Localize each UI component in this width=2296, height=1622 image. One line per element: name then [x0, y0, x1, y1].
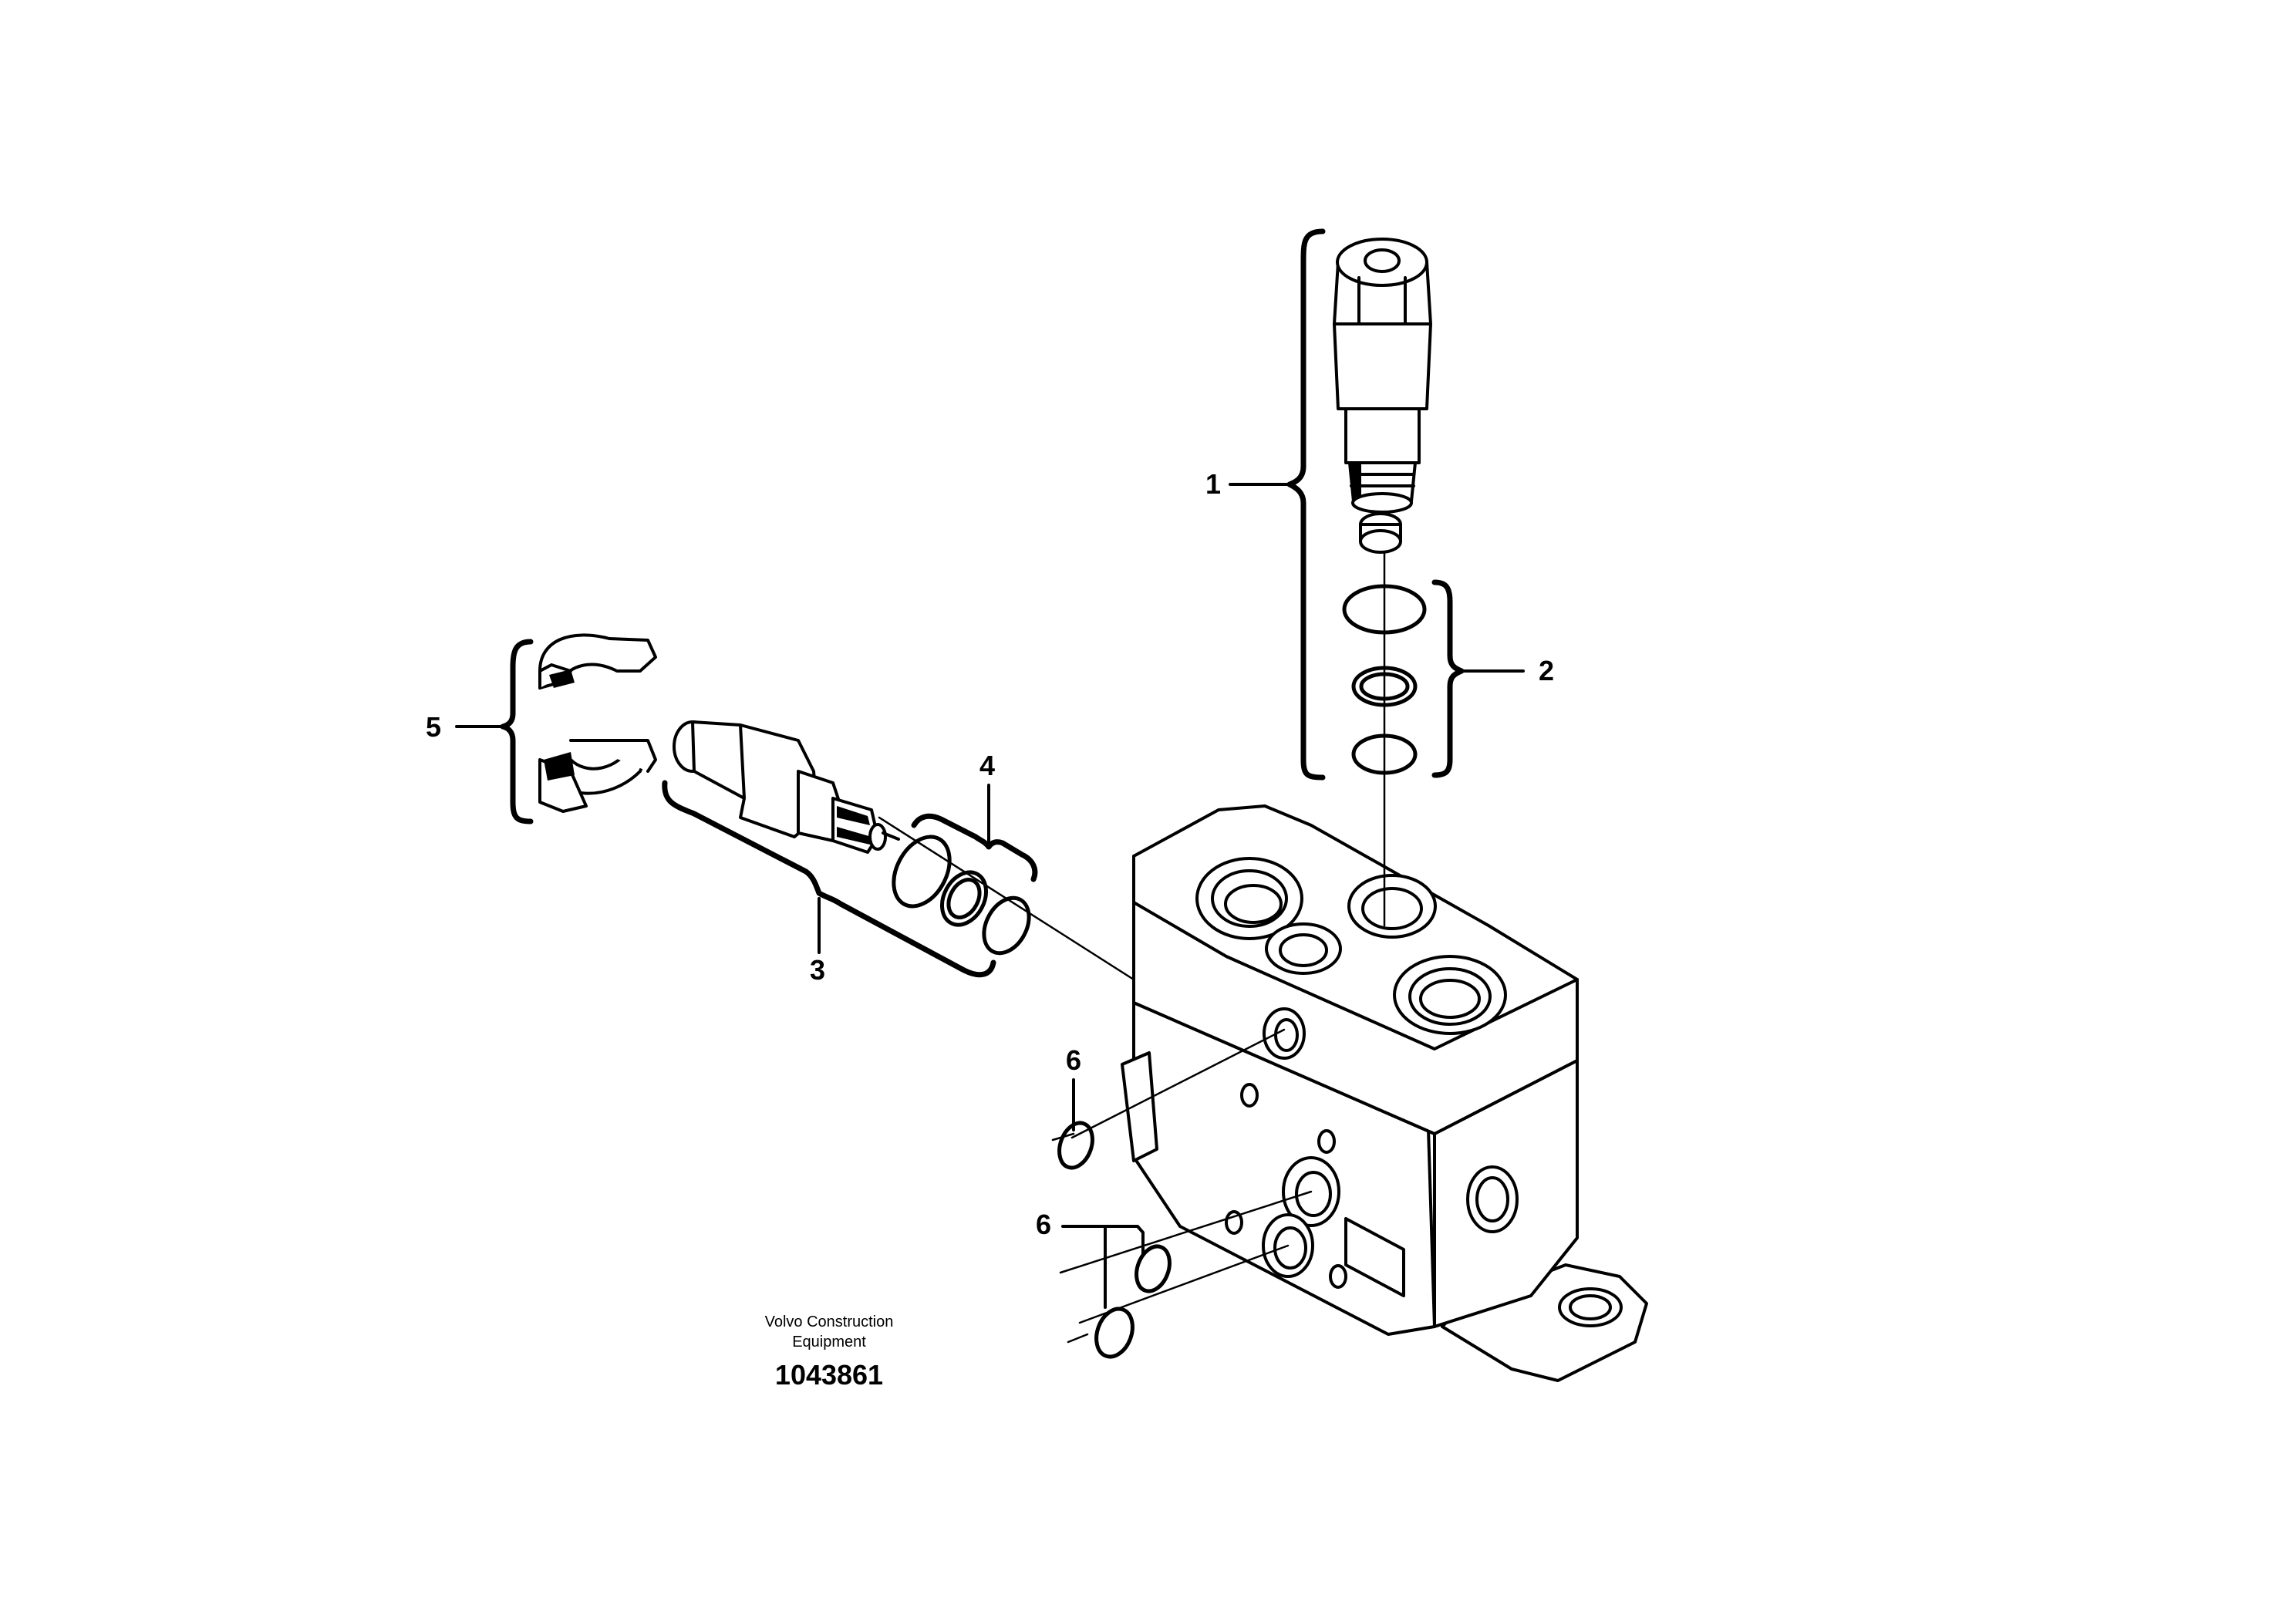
callout-6-top: 6	[1066, 1044, 1081, 1076]
seat-ring	[1359, 512, 1402, 554]
company-name-line2: Equipment	[792, 1334, 866, 1351]
callout-3: 3	[810, 954, 825, 986]
callout-1: 1	[1205, 468, 1221, 500]
valve-block	[1121, 804, 1648, 1382]
part-number: 1043861	[775, 1359, 883, 1391]
footer: Volvo Construction Equipment 1043861	[765, 1313, 894, 1391]
callout-4: 4	[979, 750, 995, 781]
callout-5: 5	[426, 711, 441, 743]
o-rings-vertical	[1342, 584, 1427, 775]
o-rings-horizontal	[892, 835, 1031, 956]
leader-lines	[455, 228, 1525, 1309]
callout-labels: 1 2 3 4 5 6 6	[426, 468, 1554, 1240]
relief-valve-horizontal	[673, 720, 900, 854]
callout-2: 2	[1539, 655, 1554, 686]
o-rings-item6	[1057, 1121, 1172, 1359]
callout-6-bottom: 6	[1036, 1209, 1051, 1240]
relief-valve-vertical	[1333, 238, 1432, 514]
clamp-halves	[538, 633, 657, 813]
company-name-line1: Volvo Construction	[765, 1313, 894, 1330]
